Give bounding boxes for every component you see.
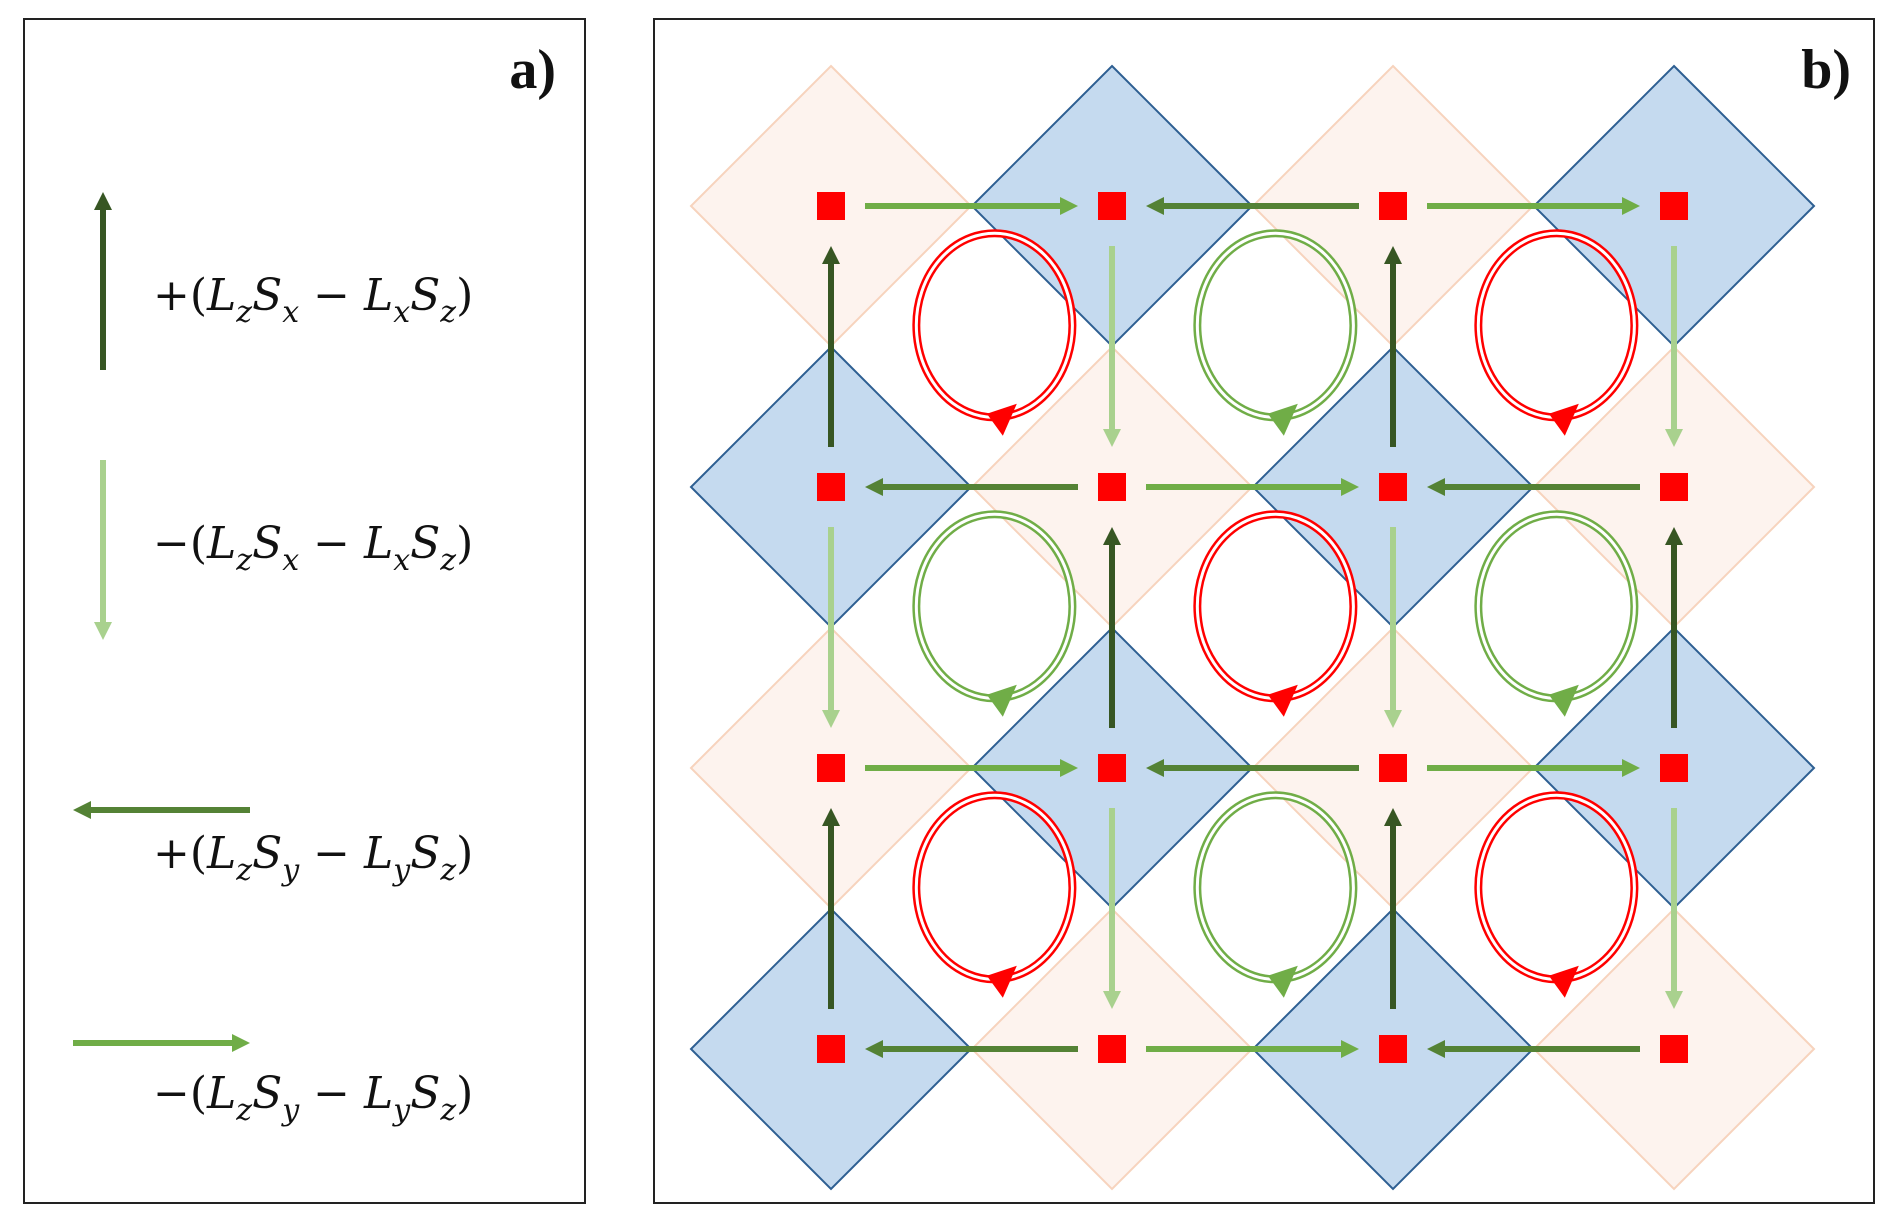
lattice-site [1379,1035,1407,1063]
lattice-site [817,473,845,501]
bond-arrow-plus-y [1427,478,1640,496]
bond-arrow-minus-y [1427,759,1640,777]
lattice-site [1379,754,1407,782]
bond-arrow-minus-x [1665,246,1683,447]
site-layer [817,192,1688,1063]
bond-arrow-minus-x [822,527,840,728]
panel-b-lattice: b) [653,18,1875,1204]
bond-arrow-minus-y [865,197,1078,215]
legend-svg: +(LzSx − LxSz) −(LzSx − LxSz) +(LzSy − LyS… [73,192,473,1128]
bond-arrow-minus-x [1384,527,1402,728]
lattice-site [1379,192,1407,220]
curl-arrow-green [912,510,1077,717]
bond-arrow-plus-y [865,1040,1078,1058]
bond-arrow-minus-x [1103,246,1121,447]
lattice-site [817,1035,845,1063]
legend-arrow-plus-y [73,801,250,819]
lattice-site [1098,1035,1126,1063]
lattice-svg [689,64,1816,1191]
lattice-site [1660,473,1688,501]
bond-arrow-plus-x [1384,246,1402,447]
curl-arrow-green [1193,791,1358,998]
legend-label-plus-y: +(LzSy − LySz) [153,828,473,888]
bond-arrow-minus-y [865,759,1078,777]
bond-arrow-minus-x [1665,808,1683,1009]
legend-arrow-minus-x [94,460,112,640]
curl-arrow-red [912,229,1077,436]
bond-arrow-minus-y [1146,478,1359,496]
lattice-site [1660,754,1688,782]
legend-label-minus-y: −(LzSy − LySz) [153,1068,473,1128]
bond-arrow-plus-x [822,808,840,1009]
bond-arrow-minus-y [1146,1040,1359,1058]
bond-arrow-plus-y [865,478,1078,496]
bond-arrow-plus-x [822,246,840,447]
lattice-site [817,192,845,220]
curl-arrow-red [912,791,1077,998]
lattice-site [1379,473,1407,501]
panel-b-label: b) [1801,39,1851,101]
bond-arrow-plus-y [1427,1040,1640,1058]
bond-arrow-layer [822,197,1683,1058]
curl-arrow-red [1474,791,1639,998]
lattice-site [1660,192,1688,220]
bond-arrow-plus-x [1665,527,1683,728]
bond-arrow-plus-y [1146,759,1359,777]
curl-arrow-green [1474,510,1639,717]
lattice-site [1098,473,1126,501]
curl-arrow-red [1193,510,1358,717]
curl-arrow-red [1474,229,1639,436]
panel-a-label: a) [509,39,556,101]
curl-arrow-green [1193,229,1358,436]
legend-label-minus-x: −(LzSx − LxSz) [153,518,473,578]
lattice-site [1660,1035,1688,1063]
bond-arrow-minus-y [1427,197,1640,215]
legend-arrow-plus-x [94,192,112,370]
legend-label-plus-x: +(LzSx − LxSz) [153,270,473,330]
bond-arrow-minus-x [1103,808,1121,1009]
bond-arrow-plus-y [1146,197,1359,215]
curl-layer [912,229,1639,998]
lattice-site [1098,754,1126,782]
lattice-site [817,754,845,782]
lattice-site [1098,192,1126,220]
bond-arrow-plus-x [1384,808,1402,1009]
bond-arrow-plus-x [1103,527,1121,728]
legend-arrow-minus-y [73,1034,250,1052]
panel-a-legend: a) +(LzSx − LxSz) −(LzSx − LxSz) +(LzSy − … [23,18,586,1204]
